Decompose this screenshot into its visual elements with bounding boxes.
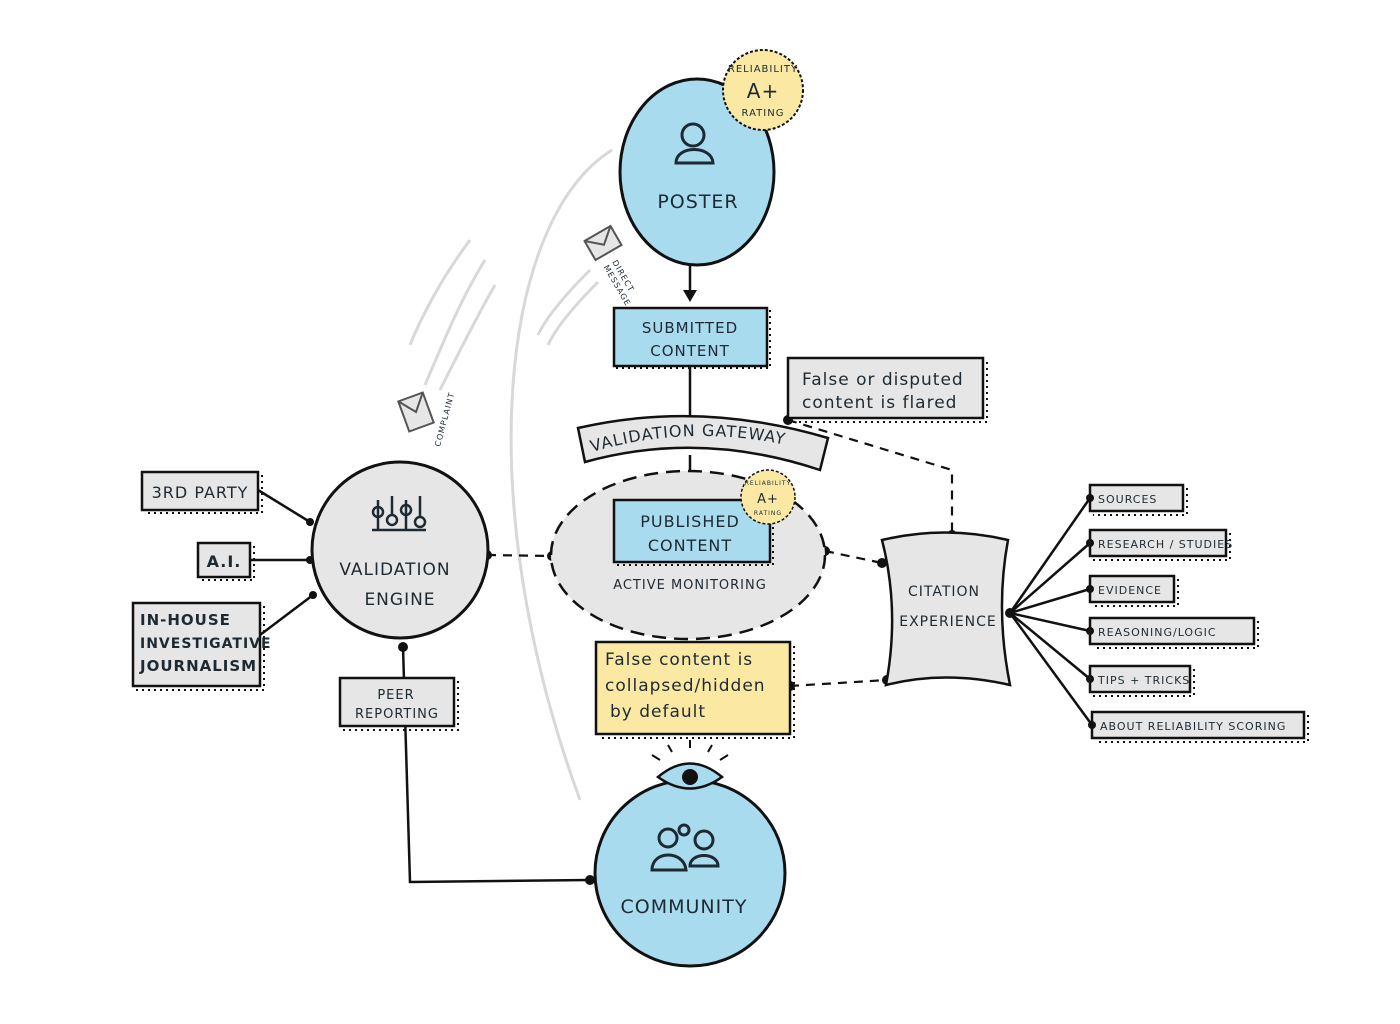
svg-text:SUBMITTED: SUBMITTED — [642, 319, 738, 337]
svg-text:REPORTING: REPORTING — [355, 707, 439, 722]
citation-item-dot — [1088, 721, 1096, 729]
svg-text:COMMUNITY: COMMUNITY — [621, 896, 748, 918]
citation-item-box — [1088, 574, 1176, 604]
citation-item: EVIDENCE — [1086, 574, 1179, 607]
poster-reliability-badge: RELIABILITY A+ RATING — [722, 49, 804, 131]
citation-connector — [1009, 542, 1091, 614]
citation-connector — [1009, 587, 1091, 615]
poster-label: POSTER — [657, 191, 738, 213]
svg-text:EXPERIENCE: EXPERIENCE — [899, 614, 997, 630]
active-monitoring-label: ACTIVE MONITORING — [613, 578, 767, 593]
community-node: COMMUNITY — [593, 740, 787, 968]
citation-connector — [1009, 611, 1091, 633]
citation-item: ABOUT RELIABILITY SCORING — [1088, 710, 1309, 743]
citation-item-box — [1088, 528, 1228, 558]
citation-item: REASONING/LOGIC — [1086, 616, 1259, 649]
citation-item-label: RESEARCH / STUDIES — [1098, 538, 1233, 551]
citation-connector — [1009, 612, 1091, 680]
citation-experience-node: CITATION EXPERIENCE — [880, 531, 1012, 687]
citation-item-dot — [1086, 627, 1094, 635]
svg-text:False or disputed: False or disputed — [802, 370, 964, 390]
svg-text:PEER: PEER — [377, 688, 414, 703]
citation-item-shadow — [1095, 715, 1309, 743]
citation-item: SOURCES — [1086, 483, 1188, 516]
svg-text:INVESTIGATIVE: INVESTIGATIVE — [140, 636, 272, 652]
citation-item-dot — [1086, 585, 1094, 593]
svg-text:ENGINE: ENGINE — [364, 590, 435, 610]
svg-text:CITATION: CITATION — [908, 584, 980, 600]
inhouse-journalism-box: IN-HOUSE INVESTIGATIVE JOURNALISM — [131, 601, 272, 691]
complaint-envelope — [397, 391, 435, 433]
svg-text:A+: A+ — [747, 79, 779, 103]
validation-engine-node: VALIDATION ENGINE — [310, 460, 490, 640]
citation-item-box — [1088, 483, 1185, 513]
citation-connector — [1008, 612, 1094, 726]
svg-text:collapsed/hidden: collapsed/hidden — [605, 676, 766, 696]
complaint-label: COMPLAINT — [433, 391, 456, 447]
group-icon — [650, 823, 720, 872]
svg-text:CONTENT: CONTENT — [650, 342, 730, 360]
svg-text:RELIABILITY: RELIABILITY — [745, 480, 792, 487]
submitted-content-box: SUBMITTED CONTENT — [612, 306, 771, 369]
active-monitoring-zone: PUBLISHED CONTENT ACTIVE MONITORING RELI… — [549, 469, 827, 641]
third-party-box: 3RD PARTY — [140, 470, 263, 514]
svg-text:RATING: RATING — [754, 510, 782, 517]
svg-text:VALIDATION: VALIDATION — [339, 560, 450, 580]
citation-item-dot — [1086, 539, 1094, 547]
citation-items: SOURCES RESEARCH / STUDIES EVIDENCE REASONI… — [1086, 483, 1309, 743]
citation-item-label: EVIDENCE — [1098, 584, 1162, 597]
svg-text:RATING: RATING — [742, 108, 785, 119]
citation-item-dot — [1086, 494, 1094, 502]
svg-text:content is flared: content is flared — [802, 393, 957, 413]
flagged-content-box: False or disputed content is flared — [786, 356, 988, 423]
citation-item-label: REASONING/LOGIC — [1098, 626, 1217, 639]
svg-text:3RD PARTY: 3RD PARTY — [152, 483, 249, 502]
citation-item-box — [1088, 616, 1256, 646]
svg-text:A.I.: A.I. — [207, 552, 242, 571]
ai-box: A.I. — [196, 541, 255, 581]
published-reliability-badge: RELIABILITY A+ RATING — [740, 469, 796, 525]
svg-text:JOURNALISM: JOURNALISM — [139, 657, 257, 675]
poster-node: POSTER — [618, 77, 776, 267]
citation-connector — [1008, 497, 1092, 614]
network-icon — [371, 496, 427, 532]
message-arcs — [408, 148, 613, 801]
user-icon — [674, 122, 715, 165]
citation-item-label: TIPS + TRICKS — [1097, 674, 1190, 687]
citation-item: TIPS + TRICKS — [1086, 664, 1195, 697]
citation-item-label: SOURCES — [1098, 493, 1157, 506]
eye-icon — [651, 740, 729, 790]
svg-text:CONTENT: CONTENT — [648, 536, 732, 555]
svg-text:IN-HOUSE: IN-HOUSE — [140, 611, 231, 629]
svg-text:by default: by default — [610, 702, 706, 722]
collapsed-content-box: False content is collapsed/hidden by def… — [594, 640, 795, 739]
peer-reporting-box: PEER REPORTING — [338, 676, 459, 731]
direct-message-envelope — [583, 224, 623, 262]
citation-item-dot — [1086, 675, 1094, 683]
svg-text:RELIABILITY: RELIABILITY — [728, 64, 798, 75]
citation-item: RESEARCH / STUDIES — [1086, 528, 1233, 561]
svg-text:A+: A+ — [757, 492, 779, 507]
citation-item-label: ABOUT RELIABILITY SCORING — [1100, 720, 1286, 733]
published-content-label: PUBLISHED — [640, 512, 740, 531]
svg-text:False content is: False content is — [605, 650, 753, 670]
